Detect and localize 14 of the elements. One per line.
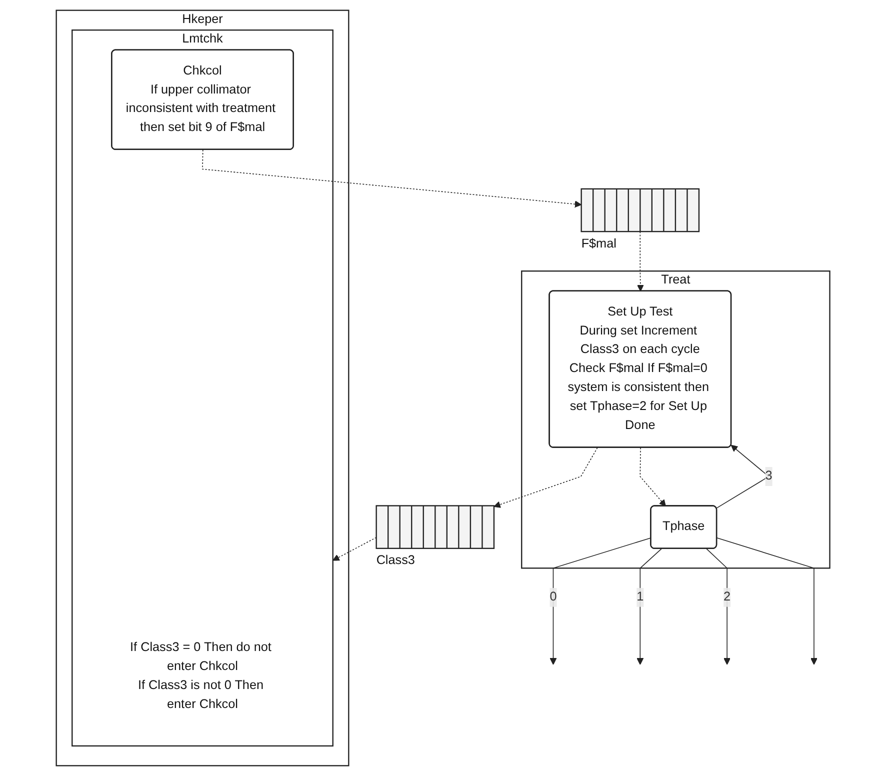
register-name: F$mal (580, 236, 616, 250)
arrow (716, 537, 817, 665)
arrow (636, 548, 662, 665)
arrow (332, 447, 666, 561)
arrow (202, 149, 582, 208)
arrow (549, 537, 651, 665)
edge-label: 2 (723, 590, 730, 604)
arrow (493, 447, 598, 508)
arrow (706, 548, 730, 665)
arrow (636, 231, 644, 292)
edge-label: 1 (636, 590, 644, 604)
edge-label: 3 (764, 469, 772, 483)
edge-label: 0 (549, 590, 556, 604)
register-name: Class3 (376, 553, 414, 568)
